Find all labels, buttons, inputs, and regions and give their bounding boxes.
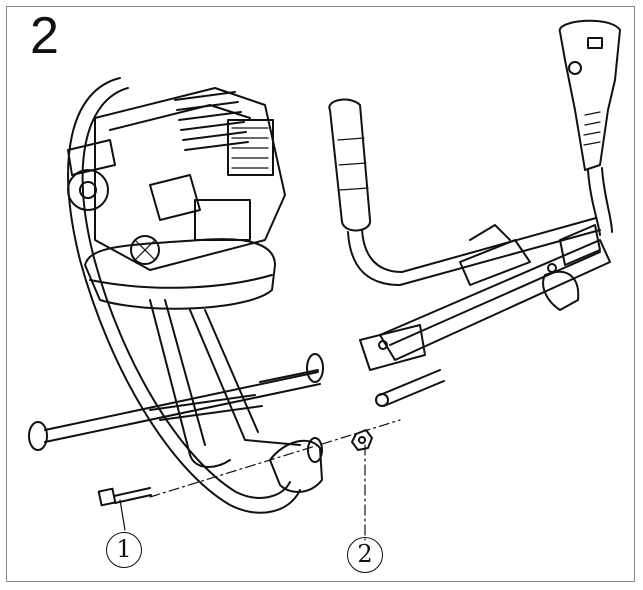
alignment-line [149,419,401,498]
nut-part [351,429,373,451]
callout-1: 1 [106,532,142,568]
figure-frame [6,6,635,582]
handle-bar [328,19,621,407]
callout-2: 2 [347,537,383,573]
engine-unit [28,77,324,514]
bolt-part [97,487,152,531]
step-number: 2 [30,7,59,65]
